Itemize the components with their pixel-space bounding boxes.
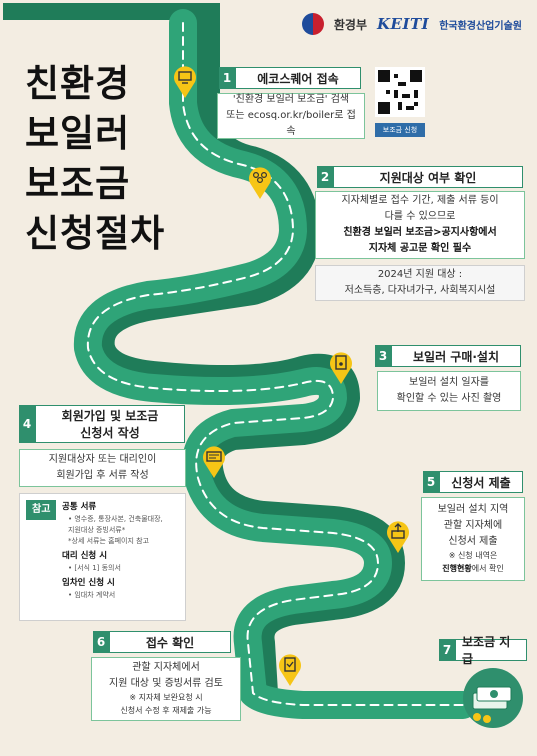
ministry-name: 환경부 <box>333 17 368 32</box>
step-4-box: 지원대상자 또는 대리인이 회원가입 후 서류 작성 <box>19 449 186 487</box>
step-2-box: 지자체별로 접수 기간, 제출 서류 등이 다를 수 있으므로 친환경 보일러 … <box>315 191 525 259</box>
step-7-label: 보조금 지급 <box>455 635 527 666</box>
step-2-label: 지원대상 여부 확인 <box>333 166 523 188</box>
step-5-text: 신청서 제출 <box>448 536 498 548</box>
step-4-label: 회원가입 및 보조금 신청서 작성 <box>35 405 185 443</box>
form-icon <box>203 446 225 478</box>
qr-code-icon <box>378 70 422 114</box>
step-1-box: '친환경 보일러 보조금' 검색 또는 ecosq.or.kr/boiler로 … <box>217 93 365 139</box>
step-6-note: 신청서 수정 후 재제출 가능 <box>120 706 212 715</box>
step-number: 1 <box>219 67 235 89</box>
step-5-text: 보일러 설치 지역 <box>437 504 509 516</box>
step-3-text: 보일러 설치 일자를 <box>409 377 489 388</box>
step-1-text: '친환경 보일러 보조금' 검색 <box>232 94 350 105</box>
step-5-box: 보일러 설치 지역 관할 지자체에 신청서 제출 ※ 신청 내역은 진행현황에서… <box>421 497 525 581</box>
step-1-text: 또는 ecosq.or.kr/boiler로 접속 <box>226 110 356 137</box>
keiti-logo: KEITI <box>377 15 430 33</box>
reference-tag: 참고 <box>26 500 57 520</box>
title-line: 보조금 <box>25 162 131 205</box>
submit-icon <box>387 521 409 553</box>
step-5-note-line: 진행현황에서 확인 <box>426 563 520 576</box>
step-3-text: 확인할 수 있는 사진 촬영 <box>396 393 502 404</box>
step-2-bold-text: 지자체 공고문 확인 필수 <box>368 243 472 254</box>
step-number: 7 <box>439 639 455 661</box>
step-5-label: 신청서 제출 <box>439 471 523 493</box>
reference-tenant-title: 임차인 신청 시 <box>62 577 115 588</box>
step-6-header: 6 접수 확인 <box>93 631 231 653</box>
step-6-box: 관할 지자체에서 지원 대상 및 증빙서류 검토 ※ 지자체 보완요청 시 신청… <box>91 657 241 721</box>
reference-item: • 임대차 계약서 <box>68 590 116 599</box>
title-line: 신청절차 <box>25 212 166 255</box>
step-number: 4 <box>19 405 35 443</box>
step-6-label: 접수 확인 <box>109 631 231 653</box>
winding-road <box>3 3 523 728</box>
step-5-note-tail: 에서 확인 <box>471 564 504 573</box>
step-4-text: 지원대상자 또는 대리인이 <box>48 454 157 465</box>
step-2-target-box: 2024년 지원 대상 : 저소득층, 다자녀가구, 사회복지시설 <box>315 265 525 301</box>
boiler-icon <box>330 352 352 384</box>
step-4-label-line: 회원가입 및 보조금 <box>61 409 159 423</box>
reference-common-title: 공통 서류 <box>62 502 97 512</box>
step-5-header: 5 신청서 제출 <box>423 471 523 493</box>
people-icon <box>249 167 271 199</box>
step-3-label: 보일러 구매·설치 <box>391 345 521 367</box>
reference-item: • 영수증, 통장사본, 건축물대장, <box>68 515 163 524</box>
step-number: 6 <box>93 631 109 653</box>
step-2-target-text: 2024년 지원 대상 : <box>377 269 463 280</box>
step-1-label: 에코스퀘어 접속 <box>235 67 361 89</box>
step-3-header: 3 보일러 구매·설치 <box>375 345 521 367</box>
step-5-note-bold: 진행현황 <box>442 564 472 573</box>
step-3-box: 보일러 설치 일자를 확인할 수 있는 사진 촬영 <box>377 371 521 411</box>
reference-box: 참고 공통 서류 • 영수증, 통장사본, 건축물대장, 지원대상 증빙서류* … <box>19 493 186 621</box>
reference-item: 지원대상 증빙서류* <box>68 526 126 535</box>
money-stack-icon <box>463 668 523 728</box>
header-logos: 환경부 KEITI 한국환경산업기술원 <box>301 13 522 35</box>
step-6-note: ※ 지자체 보완요청 시 <box>129 693 203 703</box>
document-check-icon <box>279 654 301 686</box>
qr-code[interactable] <box>375 67 425 117</box>
step-6-text: 관할 지자체에서 <box>132 662 200 674</box>
step-7-header: 7 보조금 지급 <box>439 635 527 666</box>
step-5-text: 관할 지자체에 <box>443 520 503 532</box>
step-2-target-text: 저소득층, 다자녀가구, 사회복지시설 <box>344 285 496 296</box>
step-2-text: 다를 수 있으므로 <box>384 211 456 222</box>
step-4-label-line: 신청서 작성 <box>80 426 140 440</box>
step-6-text: 지원 대상 및 증빙서류 검토 <box>109 678 223 690</box>
step-1-header: 1 에코스퀘어 접속 <box>219 67 361 89</box>
ministry-logo-icon <box>301 13 324 35</box>
qr-subsidy-button[interactable]: 보조금 신청 <box>375 123 425 137</box>
step-number: 2 <box>317 166 333 188</box>
step-2-header: 2 지원대상 여부 확인 <box>317 166 523 188</box>
title-line: 친환경 <box>25 62 131 105</box>
step-4-text: 회원가입 후 서류 작성 <box>56 470 149 481</box>
computer-icon <box>174 66 196 98</box>
step-5-note: ※ 신청 내역은 <box>448 551 498 561</box>
keiti-name: 한국환경산업기술원 <box>439 20 522 32</box>
title-line: 보일러 <box>25 112 131 155</box>
reference-item: • [서식 1] 동의서 <box>68 563 121 572</box>
poster: 환경부 KEITI 한국환경산업기술원 친환경 보일러 보조금 신청절차 1 에… <box>3 3 534 753</box>
step-4-header: 4 회원가입 및 보조금 신청서 작성 <box>19 405 185 443</box>
step-number: 3 <box>375 345 391 367</box>
reference-proxy-title: 대리 신청 시 <box>62 550 108 561</box>
step-2-text: 지자체별로 접수 기간, 제출 서류 등이 <box>341 195 499 206</box>
reference-item: *상세 서류는 홈페이지 참고 <box>68 536 150 545</box>
step-number: 5 <box>423 471 439 493</box>
page-title: 친환경 보일러 보조금 신청절차 <box>25 59 165 259</box>
step-2-bold-text: 친환경 보일러 보조금>공지사항에서 <box>343 227 497 238</box>
